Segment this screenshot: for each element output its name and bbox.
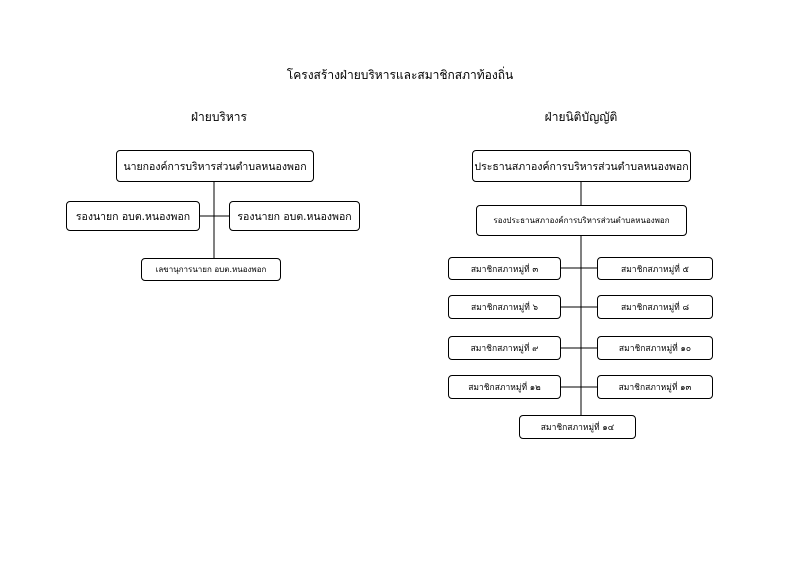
member-box: สมาชิกสภาหมู่ที่ ๑๓: [597, 375, 713, 399]
member-box: สมาชิกสภาหมู่ที่ ๑๔: [519, 415, 636, 439]
page-title: โครงสร้างฝ่ายบริหารและสมาชิกสภาท้องถิ่น: [286, 68, 514, 82]
deputy-mayor-right-box: รองนายก อบต.หนองพอก: [229, 201, 360, 231]
council-vice-chair-box: รองประธานสภาองค์การบริหารส่วนตำบลหนองพอก: [476, 205, 687, 236]
legislative-heading: ฝ่ายนิติบัญญัติ: [544, 110, 618, 124]
council-chair-box: ประธานสภาองค์การบริหารส่วนตำบลหนองพอก: [472, 150, 691, 182]
mayor-box: นายกองค์การบริหารส่วนตำบลหนองพอก: [116, 150, 314, 182]
member-box: สมาชิกสภาหมู่ที่ ๑๐: [597, 336, 713, 360]
member-box: สมาชิกสภาหมู่ที่ ๑๒: [448, 375, 561, 399]
deputy-mayor-left-box: รองนายก อบต.หนองพอก: [66, 201, 200, 231]
executive-heading: ฝ่ายบริหาร: [191, 110, 247, 124]
member-box: สมาชิกสภาหมู่ที่ ๖: [448, 295, 561, 319]
secretary-box: เลขานุการนายก อบต.หนองพอก: [141, 258, 281, 281]
member-box: สมาชิกสภาหมู่ที่ ๘: [597, 295, 713, 319]
member-box: สมาชิกสภาหมู่ที่ ๙: [448, 336, 561, 360]
member-box: สมาชิกสภาหมู่ที่ ๓: [448, 257, 561, 280]
member-box: สมาชิกสภาหมู่ที่ ๕: [597, 257, 713, 280]
